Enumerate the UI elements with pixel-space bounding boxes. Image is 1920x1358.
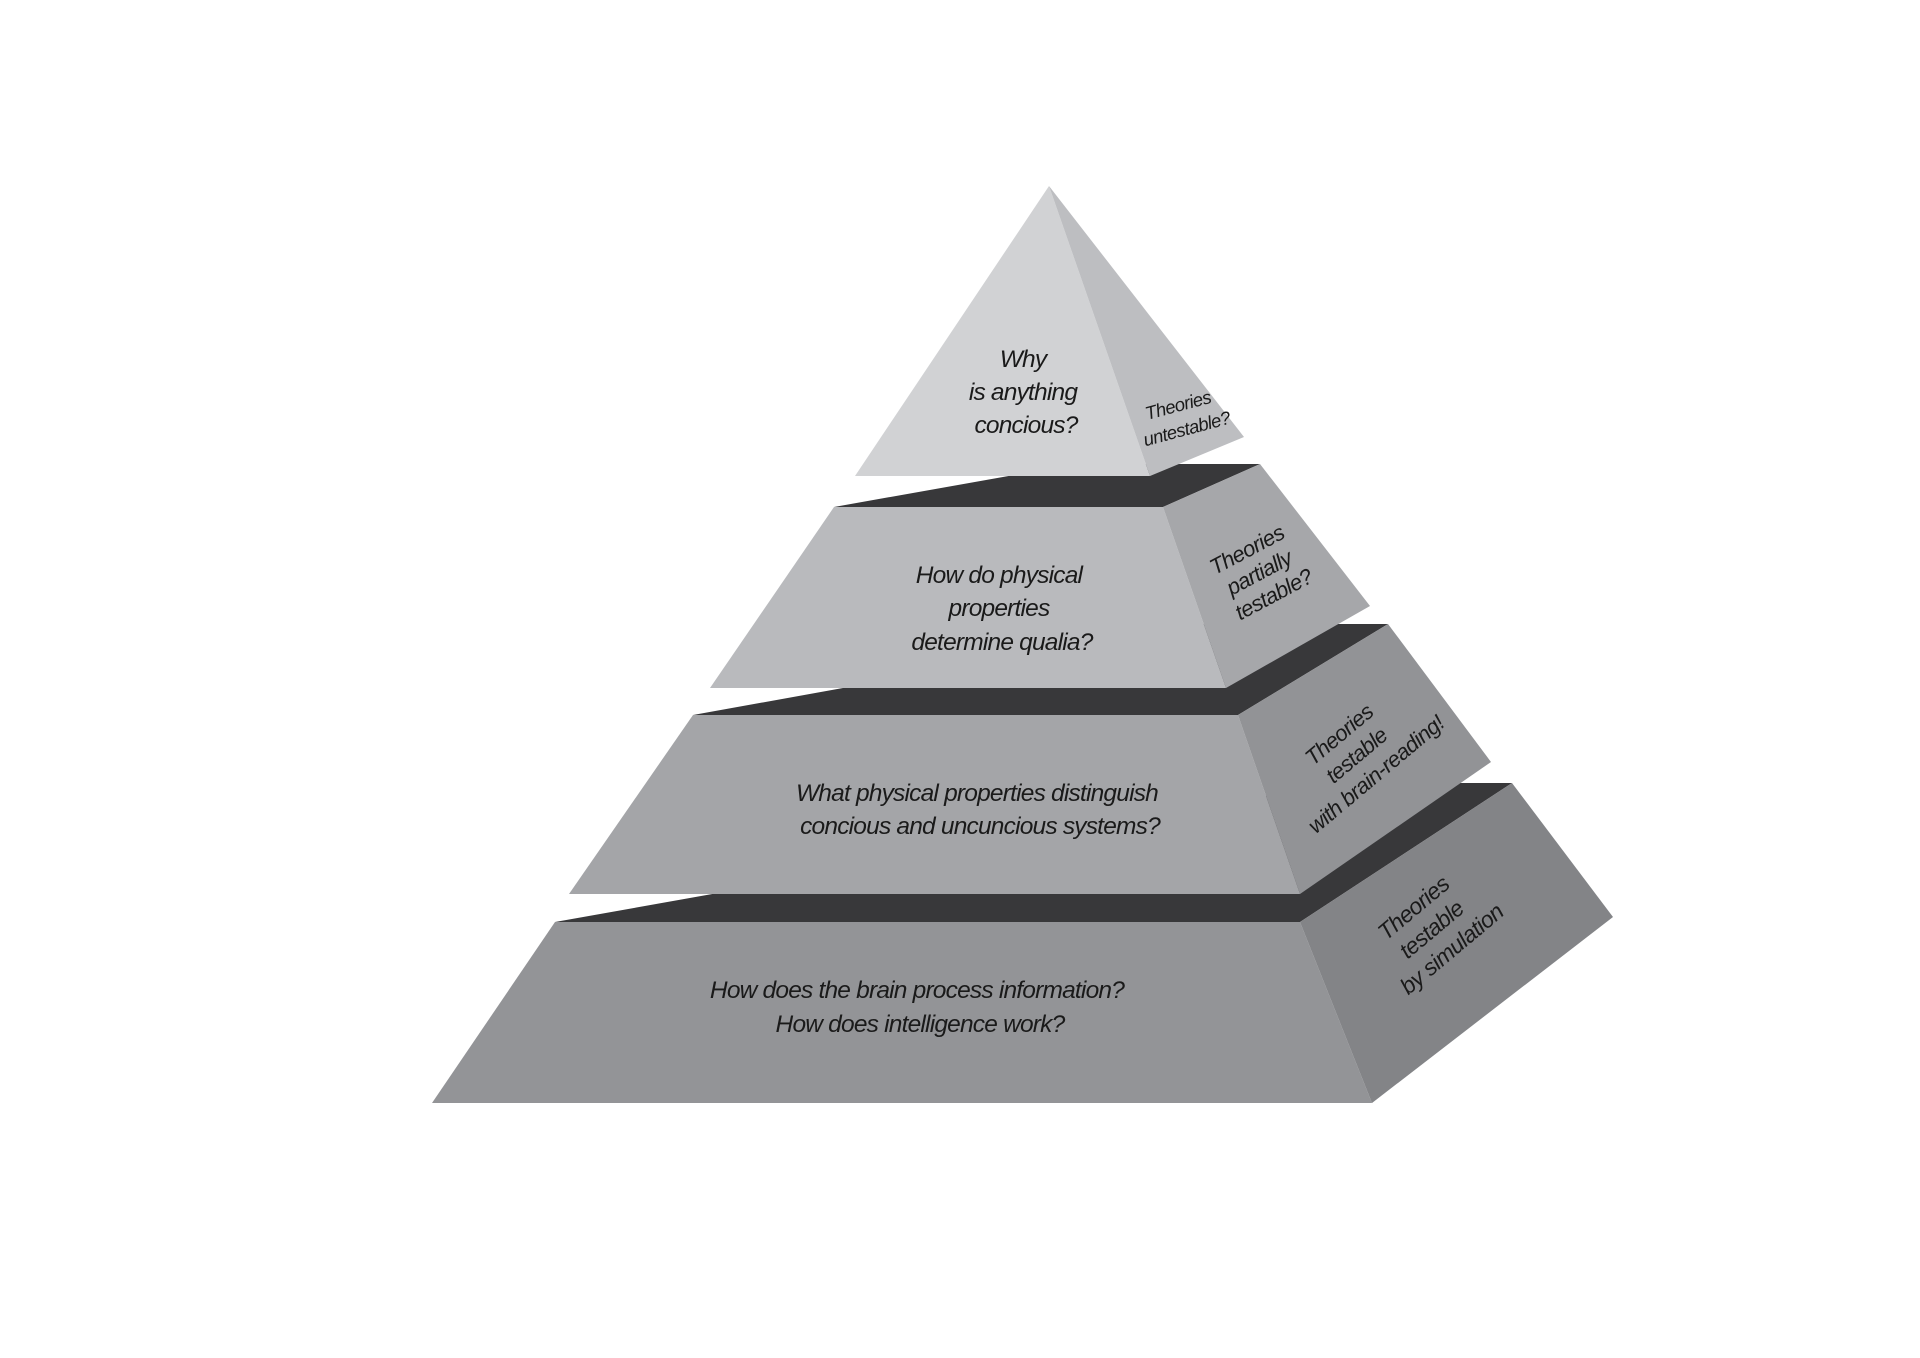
tier-1-front-face	[855, 186, 1150, 476]
tier-1-question-line-3: concious?	[974, 412, 1078, 439]
tier-2-question-line-2: properties	[948, 595, 1050, 622]
tier-1: Why is anything concious? Theories untes…	[855, 186, 1244, 476]
tier-4-front-face	[432, 922, 1372, 1103]
tier-3-side-face	[1238, 624, 1491, 894]
tier-2-question-line-1: How do physical	[916, 562, 1084, 589]
tier-2-question-line-3: determine qualia?	[911, 629, 1093, 656]
tier-1-question-line-1: Why	[1000, 346, 1049, 373]
tier-3: What physical properties distinguish con…	[569, 624, 1491, 894]
tier-1-question-line-2: is anything	[969, 379, 1079, 406]
tier-4-question: How does the brain process information? …	[710, 977, 1130, 1038]
tier-4-question-line-2: How does intelligence work?	[776, 1011, 1066, 1038]
tier-3-question-line-2: concious and uncuncious systems?	[800, 813, 1161, 840]
tier-2: How do physical properties determine qua…	[710, 464, 1370, 688]
tier-1-side-face	[1049, 186, 1244, 476]
tier-3-front-face	[569, 715, 1300, 894]
tier-3-question: What physical properties distinguish con…	[796, 780, 1164, 840]
tier-2-front-face	[710, 507, 1226, 688]
tier-2-top-face	[834, 464, 1260, 507]
tier-1-question: Why is anything concious?	[969, 346, 1083, 439]
tier-4-question-line-1: How does the brain process information?	[710, 977, 1125, 1004]
tier-3-question-line-1: What physical properties distinguish	[796, 780, 1158, 807]
tier-2-question: How do physical properties determine qua…	[911, 562, 1093, 656]
tier-4-side-face	[1300, 783, 1613, 1103]
tier-2-side-face	[1163, 464, 1370, 688]
